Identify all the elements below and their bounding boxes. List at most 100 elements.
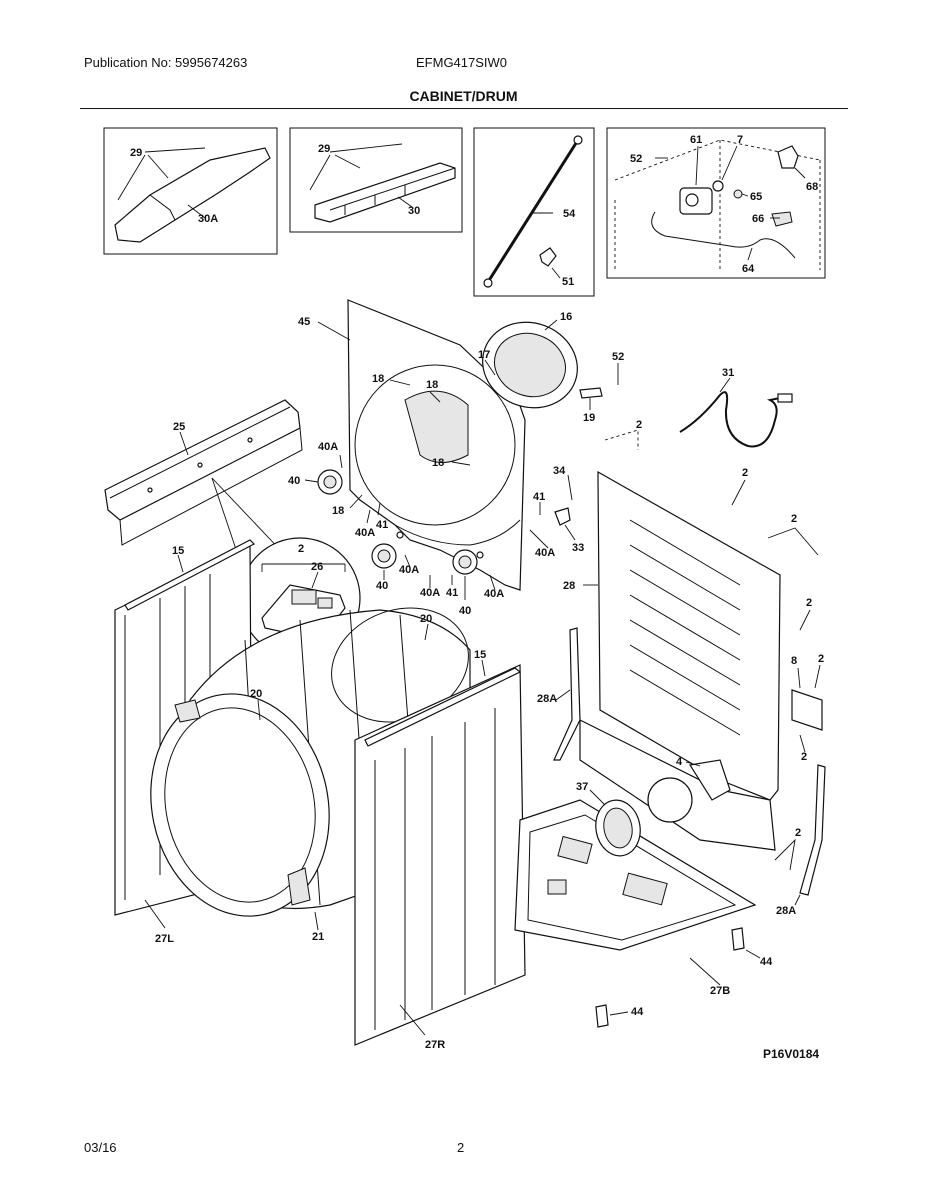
- drum-front-ring: [150, 693, 330, 917]
- callout-2: 2: [795, 827, 801, 839]
- bracket-4: [689, 759, 731, 801]
- bracket-33: [554, 507, 571, 526]
- callout-54: 54: [563, 208, 576, 220]
- callout-44: 44: [631, 1006, 644, 1018]
- callout-17: 17: [478, 349, 490, 361]
- power-cord-31: 31: [679, 367, 793, 448]
- callout-40A: 40A: [535, 547, 555, 559]
- callout-18: 18: [372, 373, 384, 385]
- callout-28: 28: [563, 580, 575, 592]
- callout-40A: 40A: [318, 441, 338, 453]
- callout-19: 19: [583, 412, 595, 424]
- rail-28A-left: 28A: [537, 627, 581, 761]
- inset-box-30A: 29 30A: [103, 127, 278, 255]
- callout-8: 8: [791, 655, 797, 667]
- rail-28A-right: 28A: [776, 764, 826, 917]
- part-30A-shape: [114, 147, 271, 243]
- leveling-leg-44-right: 44: [731, 927, 773, 968]
- publication-number: Publication No: 5995674263: [84, 55, 248, 70]
- callout-20: 20: [420, 613, 432, 625]
- part-54-rod: [486, 139, 580, 283]
- callout-2: 2: [298, 543, 304, 555]
- callout-18: 18: [332, 505, 344, 517]
- callout-64: 64: [742, 263, 755, 275]
- part-68-elbow: [777, 145, 799, 169]
- callout-2: 2: [818, 653, 824, 665]
- callout-18: 18: [426, 379, 438, 391]
- leveling-leg-44-front: 44: [595, 1004, 644, 1028]
- top-panel-25: 25: [104, 399, 303, 546]
- callout-66: 66: [752, 213, 764, 225]
- callout-40: 40: [376, 580, 388, 592]
- model-number: EFMG417SIW0: [416, 55, 508, 70]
- header-rule: [80, 108, 848, 109]
- callout-65: 65: [750, 191, 762, 203]
- callout-2: 2: [791, 513, 797, 525]
- callout-2: 2: [742, 467, 748, 479]
- callout-28A: 28A: [776, 905, 796, 917]
- callout-40A: 40A: [355, 527, 375, 539]
- callout-40A: 40A: [399, 564, 419, 576]
- footer-date: 03/16: [84, 1140, 117, 1155]
- callout-41: 41: [376, 519, 388, 531]
- callout-44: 44: [760, 956, 773, 968]
- callout-40A: 40A: [484, 588, 504, 600]
- screw-group-52-19: 52 19: [579, 351, 624, 424]
- callout-15: 15: [172, 545, 184, 557]
- callout-33: 33: [572, 542, 584, 554]
- callout-15: 15: [474, 649, 486, 661]
- inset-box-54: 54 51: [473, 127, 595, 297]
- part-64-tube: [651, 211, 796, 259]
- callout-27L: 27L: [155, 933, 174, 945]
- callout-25: 25: [173, 421, 185, 433]
- callout-27R: 27R: [425, 1039, 445, 1051]
- base-27B: 37 27B: [514, 781, 757, 997]
- vent-slots: [629, 519, 741, 736]
- callout-2: 2: [801, 751, 807, 763]
- callout-40: 40: [288, 475, 300, 487]
- callout-52: 52: [630, 153, 642, 165]
- screws-2: 2 2 2 2 2 2 2: [604, 419, 824, 871]
- callout-61: 61: [690, 134, 702, 146]
- inset-box-gas-valve: 52 61 7 68 65 66 64: [606, 127, 826, 279]
- rear-panel-28: 28 4 8: [563, 470, 823, 851]
- callout-41: 41: [446, 587, 458, 599]
- callout-37: 37: [576, 781, 588, 793]
- callout-21: 21: [312, 931, 324, 943]
- callout-26: 26: [311, 561, 323, 573]
- callout-45: 45: [298, 316, 310, 328]
- right-side-panel-27R: 15 27R: [354, 649, 526, 1051]
- part-51-fitting: [539, 247, 557, 267]
- callout-29: 29: [130, 147, 142, 159]
- front-bulkhead-45: 45 16 17 18 18 18 18: [298, 299, 578, 591]
- callout-29: 29: [318, 143, 330, 155]
- callout-2: 2: [636, 419, 642, 431]
- callout-40: 40: [459, 605, 471, 617]
- callout-51: 51: [562, 276, 574, 288]
- callout-52: 52: [612, 351, 624, 363]
- callout-30A: 30A: [198, 213, 218, 225]
- callout-40A: 40A: [420, 587, 440, 599]
- callout-28A: 28A: [537, 693, 557, 705]
- callout-2: 2: [806, 597, 812, 609]
- part-30-shape: [314, 162, 456, 223]
- footer-page-number: 2: [457, 1140, 465, 1155]
- callout-41: 41: [533, 491, 545, 503]
- callout-7: 7: [737, 134, 743, 146]
- diagram-code: P16V0184: [763, 1047, 819, 1061]
- callout-18: 18: [432, 457, 444, 469]
- callout-4: 4: [676, 756, 683, 768]
- callout-31: 31: [722, 367, 734, 379]
- roller-group: 40A 40 41 40A 34 41 33 40A 40 40A 40A 41…: [288, 441, 584, 617]
- callout-34: 34: [553, 465, 566, 477]
- callout-30: 30: [408, 205, 420, 217]
- callout-20: 20: [250, 688, 262, 700]
- callout-27B: 27B: [710, 985, 730, 997]
- inset-box-30: 29 30: [289, 127, 463, 233]
- plate-8: [791, 689, 823, 731]
- callout-68: 68: [806, 181, 818, 193]
- callout-16: 16: [560, 311, 572, 323]
- strip-15: [364, 667, 522, 747]
- page-title: CABINET/DRUM: [409, 88, 518, 104]
